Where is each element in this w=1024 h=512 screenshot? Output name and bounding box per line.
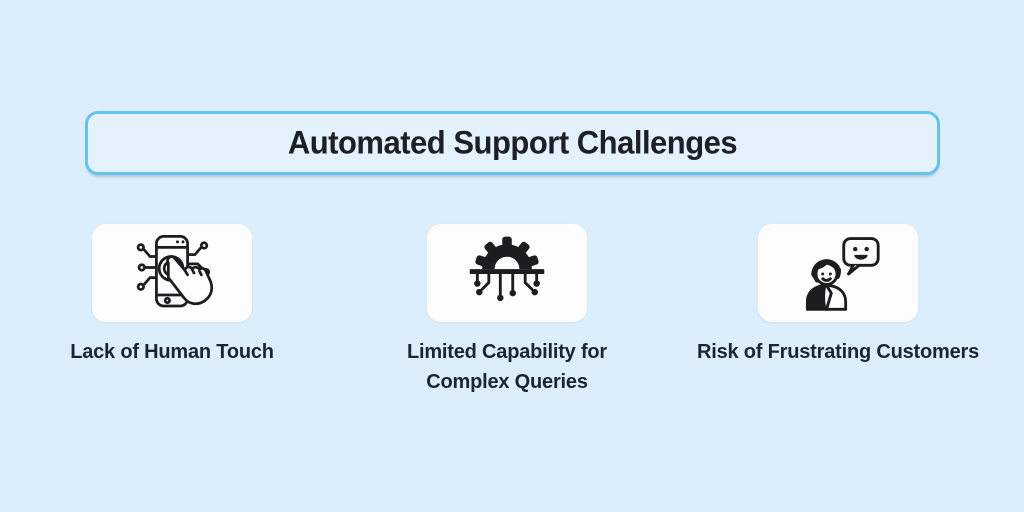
person-chat-icon bbox=[790, 229, 886, 317]
icon-card bbox=[427, 224, 587, 322]
page-title: Automated Support Challenges bbox=[287, 124, 738, 161]
challenge-label: Risk of Frustrating Customers bbox=[696, 341, 980, 363]
icon-card bbox=[92, 224, 252, 322]
gear-circuit-icon bbox=[459, 229, 555, 317]
challenge-item-frustrating-customers: Risk of Frustrating Customers bbox=[672, 224, 1004, 367]
challenge-item-human-touch: Lack of Human Touch bbox=[12, 224, 332, 367]
icon-card bbox=[758, 224, 918, 322]
challenge-label: Lack of Human Touch bbox=[70, 341, 274, 363]
challenge-label: Limited Capability for Complex Queries bbox=[406, 341, 608, 393]
challenge-item-complex-queries: Limited Capability for Complex Queries bbox=[377, 224, 637, 397]
title-panel: Automated Support Challenges bbox=[85, 111, 940, 175]
phone-touch-circuit-icon bbox=[126, 229, 218, 317]
